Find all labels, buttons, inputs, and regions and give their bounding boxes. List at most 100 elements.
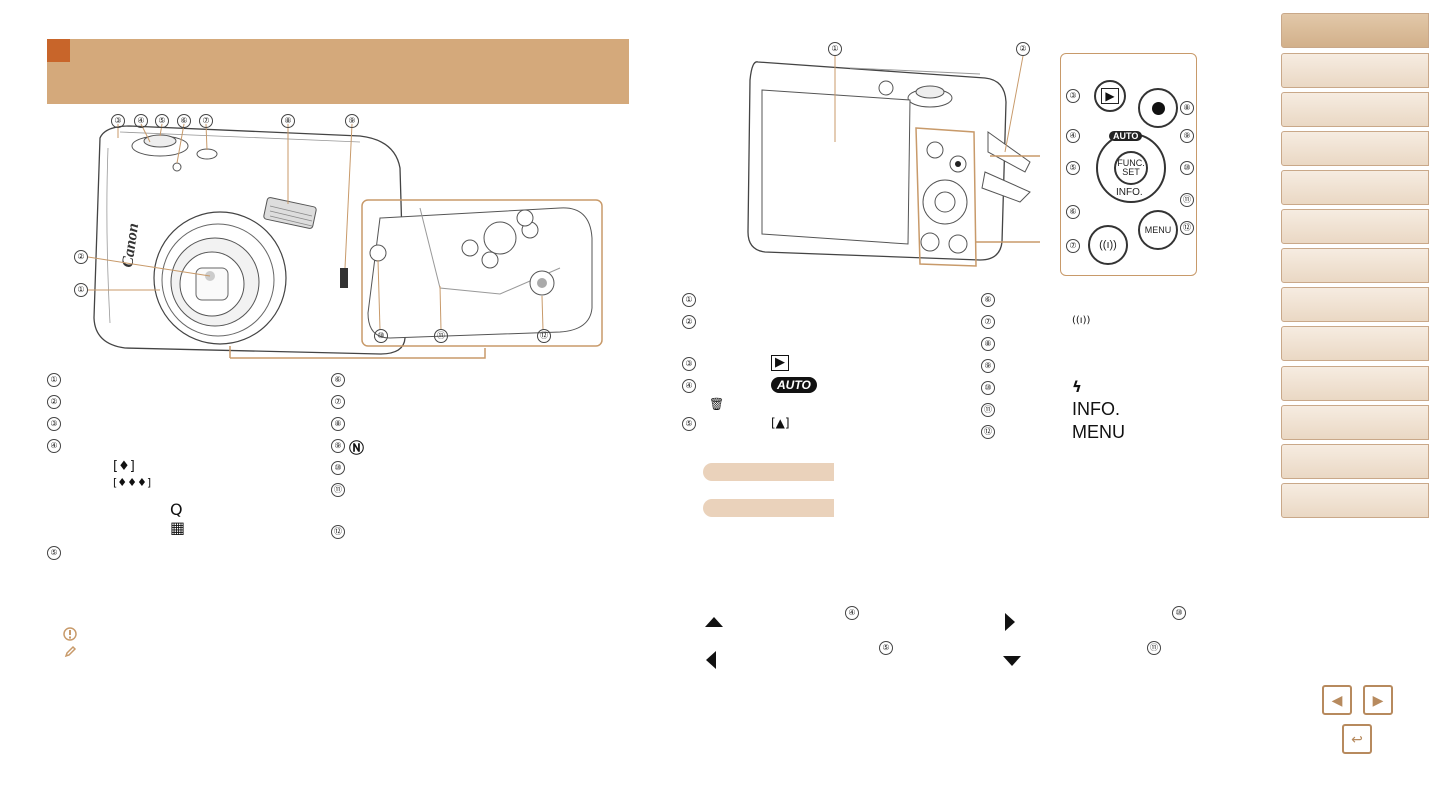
down-arrow-num: ⑪ bbox=[1147, 641, 1161, 655]
front-callout-2: ② bbox=[74, 250, 88, 264]
chapter-tab-13[interactable] bbox=[1281, 483, 1429, 518]
caution-icon bbox=[63, 627, 77, 641]
portrait-icon: [▲] bbox=[771, 416, 790, 430]
auto-mode-icon: AUTO bbox=[771, 377, 817, 393]
front-camera-illustration: Canon bbox=[87, 123, 603, 359]
panel-callout-7: ⑦ bbox=[1066, 239, 1080, 253]
front-callout-7: ⑦ bbox=[199, 114, 213, 128]
chapter-tab-9[interactable] bbox=[1281, 326, 1429, 361]
panel-callout-10: ⑩ bbox=[1180, 161, 1194, 175]
wifi-button: ((ı)) bbox=[1088, 225, 1128, 265]
front-callout-12: ⑫ bbox=[537, 329, 551, 343]
trash-icon: 🗑 bbox=[709, 397, 725, 411]
chapter-tab-5[interactable] bbox=[1281, 170, 1429, 205]
back-callout-1: ① bbox=[828, 42, 842, 56]
back-legend-num-7: ⑦ bbox=[981, 315, 995, 329]
note-pill-2 bbox=[703, 499, 834, 517]
front-legend-num-2: ② bbox=[47, 395, 61, 409]
next-arrow-icon: ▶ bbox=[1372, 691, 1384, 708]
auto-label: AUTO bbox=[1109, 131, 1143, 141]
camera-brand-text: Canon bbox=[119, 222, 142, 269]
panel-callout-12: ⑫ bbox=[1180, 221, 1194, 235]
prev-arrow-icon: ◀ bbox=[1331, 691, 1343, 708]
prev-page-button[interactable]: ◀ bbox=[1322, 685, 1352, 715]
controls-detail-box bbox=[1060, 53, 1197, 276]
section-title-marker bbox=[47, 39, 70, 62]
chapter-tab-6[interactable] bbox=[1281, 209, 1429, 244]
return-icon: ↩ bbox=[1351, 730, 1363, 747]
front-legend-num-7: ⑦ bbox=[331, 395, 345, 409]
left-arrow-icon bbox=[706, 651, 716, 669]
flash-icon: ϟ bbox=[1072, 378, 1082, 396]
panel-callout-9: ⑨ bbox=[1180, 129, 1194, 143]
right-arrow-icon bbox=[1005, 613, 1015, 631]
chapter-tab-11[interactable] bbox=[1281, 405, 1429, 440]
chapter-tab-12[interactable] bbox=[1281, 444, 1429, 479]
pencil-note-icon bbox=[64, 645, 77, 658]
menu-button-label: MENU bbox=[1072, 422, 1125, 442]
front-callout-1: ① bbox=[74, 283, 88, 297]
chapter-tab-3[interactable] bbox=[1281, 92, 1429, 127]
playback-icon: ▶ bbox=[771, 355, 789, 371]
front-legend-num-9: ⑨ bbox=[331, 439, 345, 453]
magnify-icon: Q bbox=[170, 500, 183, 519]
front-legend-num-11: ⑪ bbox=[331, 483, 345, 497]
back-legend-num-2: ② bbox=[682, 315, 696, 329]
front-callout-4: ④ bbox=[134, 114, 148, 128]
front-legend-num-1: ① bbox=[47, 373, 61, 387]
chapter-tab-10[interactable] bbox=[1281, 366, 1429, 401]
front-legend-num-12: ⑫ bbox=[331, 525, 345, 539]
func-set-button: FUNC. SET bbox=[1114, 151, 1148, 185]
front-callout-11: ⑪ bbox=[434, 329, 448, 343]
wide-angle-icon: [♦] bbox=[113, 459, 135, 474]
telephoto-icon: [♦♦♦] bbox=[113, 476, 152, 489]
front-callout-3: ③ bbox=[111, 114, 125, 128]
chapter-tab-1[interactable] bbox=[1281, 13, 1429, 48]
panel-callout-4: ④ bbox=[1066, 129, 1080, 143]
playback-button: ▶ bbox=[1094, 80, 1126, 112]
next-page-button[interactable]: ▶ bbox=[1363, 685, 1393, 715]
back-legend-num-4: ④ bbox=[682, 379, 696, 393]
up-arrow-num: ④ bbox=[845, 606, 859, 620]
chapter-tab-7[interactable] bbox=[1281, 248, 1429, 283]
chapter-tab-4[interactable] bbox=[1281, 131, 1429, 166]
back-camera-illustration bbox=[747, 55, 1040, 267]
chapter-tab-2[interactable] bbox=[1281, 53, 1429, 88]
front-legend-num-5: ⑤ bbox=[47, 546, 61, 560]
front-callout-5: ⑤ bbox=[155, 114, 169, 128]
panel-callout-3: ③ bbox=[1066, 89, 1080, 103]
back-legend-num-6: ⑥ bbox=[981, 293, 995, 307]
panel-callout-5: ⑤ bbox=[1066, 161, 1080, 175]
front-callout-8: ⑧ bbox=[281, 114, 295, 128]
back-legend-num-1: ① bbox=[682, 293, 696, 307]
info-button-label: INFO. bbox=[1072, 399, 1120, 419]
wifi-icon: ((ı)) bbox=[1072, 315, 1091, 326]
right-arrow-num: ⑩ bbox=[1172, 606, 1186, 620]
panel-callout-11: ⑪ bbox=[1180, 193, 1194, 207]
front-legend-num-3: ③ bbox=[47, 417, 61, 431]
back-callout-2: ② bbox=[1016, 42, 1030, 56]
front-callout-10: ⑩ bbox=[374, 329, 388, 343]
nfc-mark-icon: Ⓝ bbox=[349, 439, 365, 457]
back-legend-num-12: ⑫ bbox=[981, 425, 995, 439]
up-arrow-icon bbox=[705, 617, 723, 627]
movie-button bbox=[1138, 88, 1178, 128]
front-legend-num-4: ④ bbox=[47, 439, 61, 453]
front-callout-9: ⑨ bbox=[345, 114, 359, 128]
front-legend-num-8: ⑧ bbox=[331, 417, 345, 431]
note-pill-1 bbox=[703, 463, 834, 481]
chapter-tab-8[interactable] bbox=[1281, 287, 1429, 322]
index-grid-icon: ▦ bbox=[170, 518, 186, 537]
info-label: INFO. bbox=[1116, 187, 1143, 198]
front-callout-6: ⑥ bbox=[177, 114, 191, 128]
front-legend-num-6: ⑥ bbox=[331, 373, 345, 387]
back-button[interactable]: ↩ bbox=[1342, 724, 1372, 754]
panel-callout-8: ⑧ bbox=[1180, 101, 1194, 115]
section-title-bar bbox=[47, 39, 629, 104]
back-legend-num-9: ⑨ bbox=[981, 359, 995, 373]
left-arrow-num: ⑤ bbox=[879, 641, 893, 655]
back-legend-num-8: ⑧ bbox=[981, 337, 995, 351]
down-arrow-icon bbox=[1003, 656, 1021, 666]
panel-callout-6: ⑥ bbox=[1066, 205, 1080, 219]
back-legend-num-3: ③ bbox=[682, 357, 696, 371]
